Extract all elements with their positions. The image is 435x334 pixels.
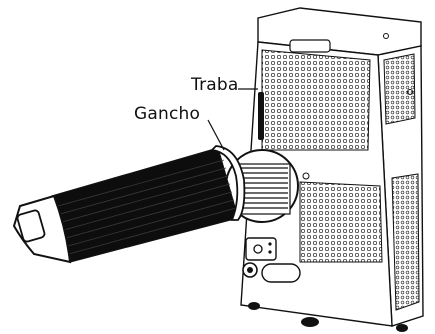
knob-icon (243, 263, 257, 277)
side-grille-upper (384, 54, 415, 124)
portable-ac-unit (226, 8, 423, 332)
upper-grille (262, 50, 370, 150)
lock-label: Traba (191, 77, 239, 94)
lower-grille (300, 182, 382, 262)
handle-slot (290, 40, 330, 52)
hose-body (52, 148, 238, 262)
caster-wheel (248, 302, 260, 310)
control-panel-icon (246, 238, 276, 260)
lock-latch (258, 92, 264, 140)
hook-label: Gancho (134, 106, 200, 123)
caster-wheel (301, 317, 319, 327)
side-grille-lower (392, 174, 419, 310)
exhaust-hose (14, 146, 244, 262)
caster-wheel (396, 324, 408, 332)
drain-slot (262, 264, 300, 282)
